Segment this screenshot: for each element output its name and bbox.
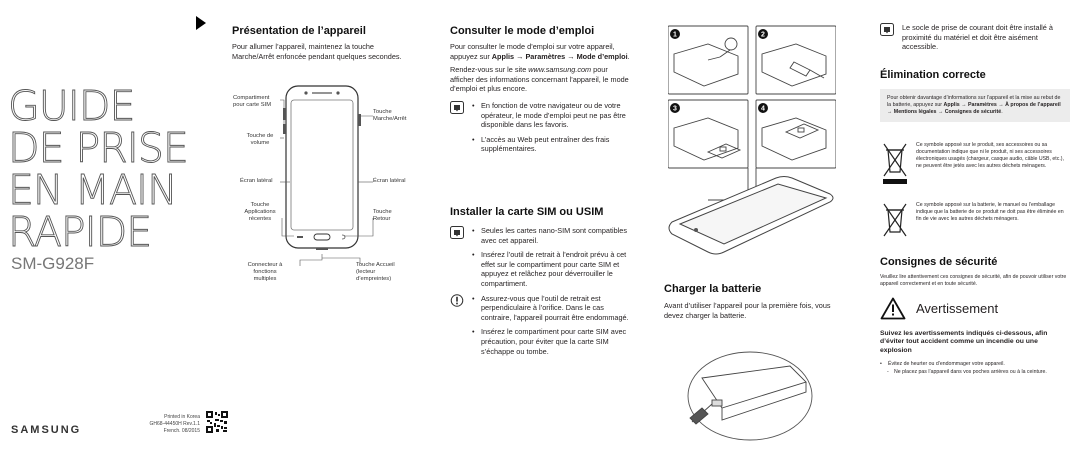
cover-title: GUIDE DE PRISE EN MAIN RAPIDE <box>8 82 190 256</box>
section-title: Consignes de sécurité <box>880 255 998 268</box>
sim-bullet: Assurez-vous que l’outil de retrait est … <box>472 294 632 323</box>
warning-bullet: •Évitez de heurter ou d’endommager votre… <box>880 360 1005 367</box>
step-number-2: 2 <box>761 32 765 39</box>
warning-bold-text: Suivez les avertissements indiqués ci-de… <box>880 329 1048 354</box>
phone-angled-illustration <box>668 176 834 255</box>
menu-applis: Applis <box>943 101 960 108</box>
charging-illustration <box>687 351 813 441</box>
menu-about: À propos de l’appareil <box>1005 101 1061 108</box>
label-home: Touche Accueil (lecteur d’empreintes) <box>356 262 395 282</box>
manual-note: En fonction de votre navigateur ou de vo… <box>450 100 632 154</box>
manual-section: Consulter le mode d’emploi Pour consulte… <box>450 25 632 159</box>
sim-install-illustration: 1 2 3 4 <box>668 25 836 201</box>
note-bullet: En fonction de votre navigateur ou de vo… <box>472 101 632 130</box>
play-arrow-icon <box>196 16 206 30</box>
label-sim-tray: Compartiment pour carte SIM <box>233 95 272 108</box>
warning-heading: Avertissement <box>880 297 1070 320</box>
note-icon <box>450 226 464 239</box>
battery-text: Avant d’utiliser l’appareil pour la prem… <box>664 301 831 320</box>
section-title: Charger la batterie <box>664 283 762 295</box>
weee-product: Ce symbole apposé sur le produit, ses ac… <box>880 142 1070 194</box>
manual-website-paragraph: Rendez-vous sur le site www.samsung.com … <box>450 65 632 94</box>
sim-bullet: Insérez le compartiment pour carte SIM a… <box>472 327 632 356</box>
menu-settings: Paramètres <box>525 51 566 61</box>
cover-title-line: GUIDE <box>8 82 136 130</box>
note-icon <box>880 23 894 36</box>
label-recent-apps: Touche Applications récentes <box>244 202 276 222</box>
right-column: Le socle de prise de courant doit être i… <box>880 23 1070 376</box>
model-number: SM-G928F <box>11 254 95 273</box>
weee-battery-text: Ce symbole apposé sur la batterie, le ma… <box>916 201 1064 222</box>
print-line: GH68-44450H Rev.1.1 <box>149 421 201 427</box>
presentation-intro: Pour allumer l’appareil, maintenez la to… <box>232 42 402 61</box>
label-back: Touche Retour <box>373 209 392 222</box>
sim-bullet: Insérez l’outil de retrait à l’endroit p… <box>472 250 632 288</box>
weee-text: Ce symbole apposé sur le produit, ses ac… <box>916 141 1064 169</box>
callout-lines <box>280 99 374 266</box>
crossed-bin-icon <box>883 203 907 237</box>
cover-title-line: DE PRISE <box>8 124 190 172</box>
text: Rendez-vous sur le site <box>450 65 529 75</box>
arrow: → <box>959 101 968 108</box>
socket-note-text: Le socle de prise de courant doit être i… <box>902 23 1053 52</box>
note-bullet: L’accès au Web peut entraîner des frais … <box>472 135 632 154</box>
cover-title-line: EN MAIN <box>8 166 179 214</box>
arrow: → <box>887 108 894 115</box>
weee-battery: Ce symbole apposé sur la batterie, le ma… <box>880 202 1070 242</box>
phone-front-diagram <box>283 85 361 250</box>
arrow: → <box>936 108 945 115</box>
sim-bullet: Seules les cartes nano-SIM sont compatib… <box>472 226 632 245</box>
text: . <box>1001 108 1003 115</box>
presentation-section: Présentation de l’appareil Pour allumer … <box>232 25 402 61</box>
label-volume: Touche de volume <box>246 133 274 146</box>
sim-section: Installer la carte SIM ou USIM Seules le… <box>450 206 632 361</box>
disposal-info-box: Pour obtenir davantage d’informations su… <box>880 88 1070 122</box>
step-number-1: 1 <box>673 32 677 39</box>
step-number-4: 4 <box>761 106 765 113</box>
socket-note: Le socle de prise de courant doit être i… <box>880 23 1070 52</box>
menu-applis: Applis <box>491 51 515 61</box>
safety-text: Veuillez lire attentivement ces consigne… <box>880 273 1067 287</box>
text: Pour consulter le mode d’emploi sur votr… <box>450 42 615 61</box>
sim-caution: Assurez-vous que l’outil de retrait est … <box>450 294 632 357</box>
arrow: → <box>514 51 526 61</box>
website-link: www.samsung.com <box>528 65 592 75</box>
cover-title-line: RAPIDE <box>8 208 153 256</box>
menu-legal: Mentions légales <box>893 108 937 115</box>
warning-triangle-icon <box>880 297 906 320</box>
section-title: Consulter le mode d’emploi <box>450 25 595 37</box>
samsung-logo: SAMSUNG <box>11 424 82 436</box>
crossed-bin-icon <box>883 143 907 184</box>
label-edge-left: Écran latéral <box>240 178 273 184</box>
arrow: → <box>565 51 577 61</box>
label-edge-right: Écran latéral <box>373 178 406 184</box>
caution-icon <box>450 293 464 307</box>
label-power: Touche Marche/Arrêt <box>373 109 407 122</box>
sim-note: Seules les cartes nano-SIM sont compatib… <box>450 226 632 289</box>
label-connector: Connecteur à fonctions multiples <box>247 262 283 282</box>
warning-title: Avertissement <box>916 300 999 316</box>
subbullet-text: Ne placez pas l’appareil dans vos poches… <box>894 368 1047 375</box>
menu-safety: Consignes de sécurité <box>944 108 1002 115</box>
section-title: Installer la carte SIM ou USIM <box>450 206 604 218</box>
arrow: → <box>996 101 1006 108</box>
section-title: Élimination correcte <box>880 68 986 81</box>
print-info: Printed in Korea GH68-44450H Rev.1.1 Fre… <box>124 414 201 435</box>
note-icon <box>450 100 464 114</box>
text: pour afficher des informations concernan… <box>450 65 629 94</box>
battery-section: Charger la batterie Avant d’utiliser l’a… <box>664 283 840 320</box>
print-line: French. 08/2015 <box>163 428 200 434</box>
text: Pour obtenir davantage d’informations su… <box>887 94 1061 108</box>
section-title: Présentation de l’appareil <box>232 25 366 37</box>
text: . <box>627 51 630 61</box>
warning-subbullet: -Ne placez pas l’appareil dans vos poche… <box>887 368 1047 375</box>
qr-code-icon <box>206 411 228 433</box>
manual-paragraph: Pour consulter le mode d’emploi sur votr… <box>450 42 632 61</box>
menu-settings: Paramètres <box>967 101 997 108</box>
print-line: Printed in Korea <box>164 414 200 420</box>
menu-user-manual: Mode d’emploi <box>576 51 628 61</box>
step-number-3: 3 <box>673 106 677 113</box>
bullet-text: Évitez de heurter ou d’endommager votre … <box>888 360 1005 367</box>
